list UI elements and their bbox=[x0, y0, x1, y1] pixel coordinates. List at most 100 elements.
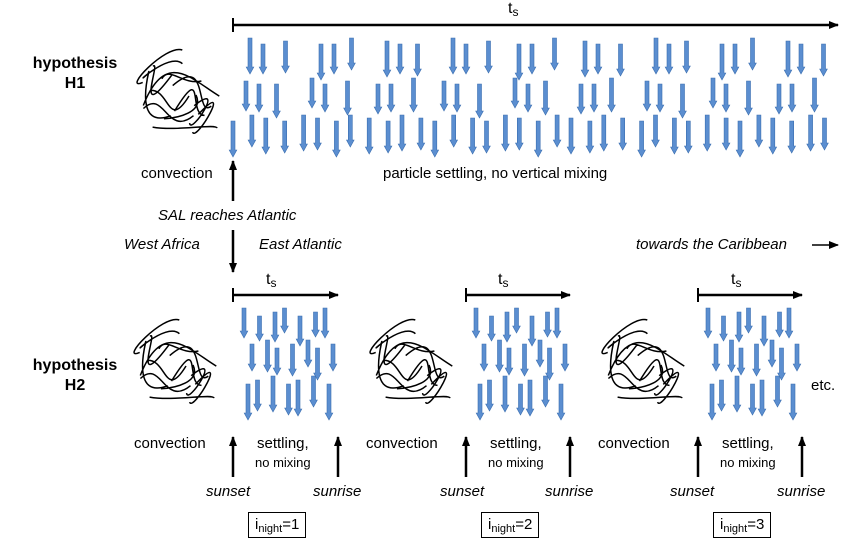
panel2-ts-label: ts bbox=[498, 271, 509, 290]
panel3-ts-label: ts bbox=[731, 271, 742, 290]
settling-arrow bbox=[514, 117, 524, 151]
settling-arrow bbox=[618, 117, 628, 151]
convection-blob bbox=[369, 318, 453, 405]
settling-arrow bbox=[245, 37, 255, 75]
settling-arrow bbox=[258, 43, 268, 75]
settling-arrow bbox=[525, 379, 535, 417]
settling-arrow bbox=[324, 383, 334, 421]
settling-arrow bbox=[719, 315, 728, 342]
towards-caribbean-label: towards the Caribbean bbox=[636, 236, 787, 253]
settling-arrow bbox=[527, 43, 537, 75]
settling-arrow bbox=[241, 80, 251, 112]
settling-arrows bbox=[228, 37, 829, 421]
settling-arrow bbox=[616, 43, 625, 77]
settling-arrow bbox=[501, 114, 510, 152]
settling-arrow bbox=[228, 120, 238, 158]
settling-arrow bbox=[468, 117, 477, 155]
settling-arrow bbox=[773, 375, 782, 408]
convection-blob bbox=[136, 48, 220, 135]
settling-arrow bbox=[268, 375, 278, 413]
settling-arrow bbox=[806, 114, 815, 152]
settling-arrow bbox=[810, 77, 819, 113]
settling-arrow bbox=[309, 375, 318, 408]
panel3-night-box: inight=3 bbox=[713, 512, 772, 538]
settling-arrow bbox=[395, 43, 405, 75]
settling-arrow bbox=[247, 343, 257, 372]
settling-arrow bbox=[272, 347, 282, 376]
settling-arrow bbox=[777, 347, 786, 381]
settling-arrow bbox=[313, 347, 322, 381]
settling-arrow bbox=[243, 383, 253, 421]
settling-arrow bbox=[768, 117, 778, 155]
convection-blob bbox=[601, 318, 685, 405]
panel2-sunset-label: sunset bbox=[440, 483, 485, 500]
h2-label-line2: H2 bbox=[64, 377, 86, 394]
settling-arrow bbox=[383, 120, 393, 154]
h1-settling-label: particle settling, no vertical mixing bbox=[383, 165, 608, 182]
settling-arrow bbox=[752, 343, 761, 377]
h1-label: hypothesis H1 bbox=[4, 54, 146, 94]
settling-arrow bbox=[541, 375, 550, 408]
settling-arrow bbox=[717, 43, 727, 81]
settling-arrow bbox=[448, 37, 458, 75]
panel1-settling-label: settling, bbox=[257, 435, 309, 452]
panel1-sunrise-label: sunrise bbox=[313, 483, 362, 500]
settling-arrow bbox=[484, 40, 493, 74]
settling-arrow bbox=[303, 339, 313, 368]
h1-ts-label: ts bbox=[508, 0, 519, 19]
settling-arrow bbox=[416, 117, 426, 151]
settling-arrow bbox=[796, 43, 806, 75]
h2-label: hypothesis H2 bbox=[4, 356, 146, 396]
panel2-night-box: inight=2 bbox=[481, 512, 540, 538]
settling-arrow bbox=[748, 37, 757, 71]
settling-arrow bbox=[320, 307, 330, 339]
settling-arrow bbox=[543, 311, 552, 338]
settling-arrow bbox=[651, 114, 660, 148]
h2-label-line1: hypothesis bbox=[32, 357, 118, 374]
convection-blobs bbox=[133, 48, 685, 405]
settling-arrow bbox=[316, 43, 326, 81]
h1-convection-label: convection bbox=[141, 165, 213, 182]
settling-arrow bbox=[736, 347, 746, 376]
settling-arrow bbox=[721, 83, 731, 113]
settling-arrow bbox=[430, 120, 440, 158]
settling-arrow bbox=[550, 37, 559, 71]
settling-arrow bbox=[329, 43, 339, 75]
settling-arrow bbox=[495, 339, 504, 373]
settling-arrow bbox=[502, 311, 512, 343]
settling-arrow bbox=[482, 120, 491, 154]
settling-arrow bbox=[347, 37, 356, 71]
settling-arrow bbox=[382, 40, 392, 78]
settling-arrow bbox=[485, 379, 494, 412]
settling-arrow bbox=[732, 375, 742, 413]
settling-arrow bbox=[516, 383, 525, 416]
settling-arrow bbox=[585, 120, 595, 154]
panel2-sunrise-label: sunrise bbox=[545, 483, 594, 500]
settling-arrow bbox=[280, 307, 289, 334]
settling-arrow bbox=[711, 343, 721, 372]
convection-blob bbox=[133, 318, 217, 405]
settling-arrow bbox=[560, 343, 570, 372]
settling-arrow bbox=[475, 83, 484, 119]
settling-arrow bbox=[545, 347, 554, 381]
settling-arrow bbox=[253, 379, 262, 412]
settling-arrow bbox=[523, 83, 533, 113]
settling-arrow bbox=[744, 80, 753, 116]
settling-arrow bbox=[293, 379, 303, 417]
settling-arrow bbox=[593, 43, 603, 75]
settling-arrow bbox=[504, 347, 514, 376]
settling-arrow bbox=[500, 375, 510, 413]
settling-arrow bbox=[254, 83, 264, 113]
panel1-sunset-label: sunset bbox=[206, 483, 251, 500]
settling-arrow bbox=[461, 43, 471, 75]
settling-arrow bbox=[239, 307, 249, 339]
settling-arrow bbox=[783, 40, 793, 78]
settling-arrow bbox=[514, 43, 524, 81]
settling-arrow bbox=[527, 315, 537, 347]
settling-arrow bbox=[655, 83, 665, 113]
settling-arrow bbox=[642, 80, 652, 112]
settling-arrow bbox=[759, 315, 769, 347]
settling-arrow bbox=[552, 307, 562, 339]
settling-arrow bbox=[744, 307, 753, 334]
